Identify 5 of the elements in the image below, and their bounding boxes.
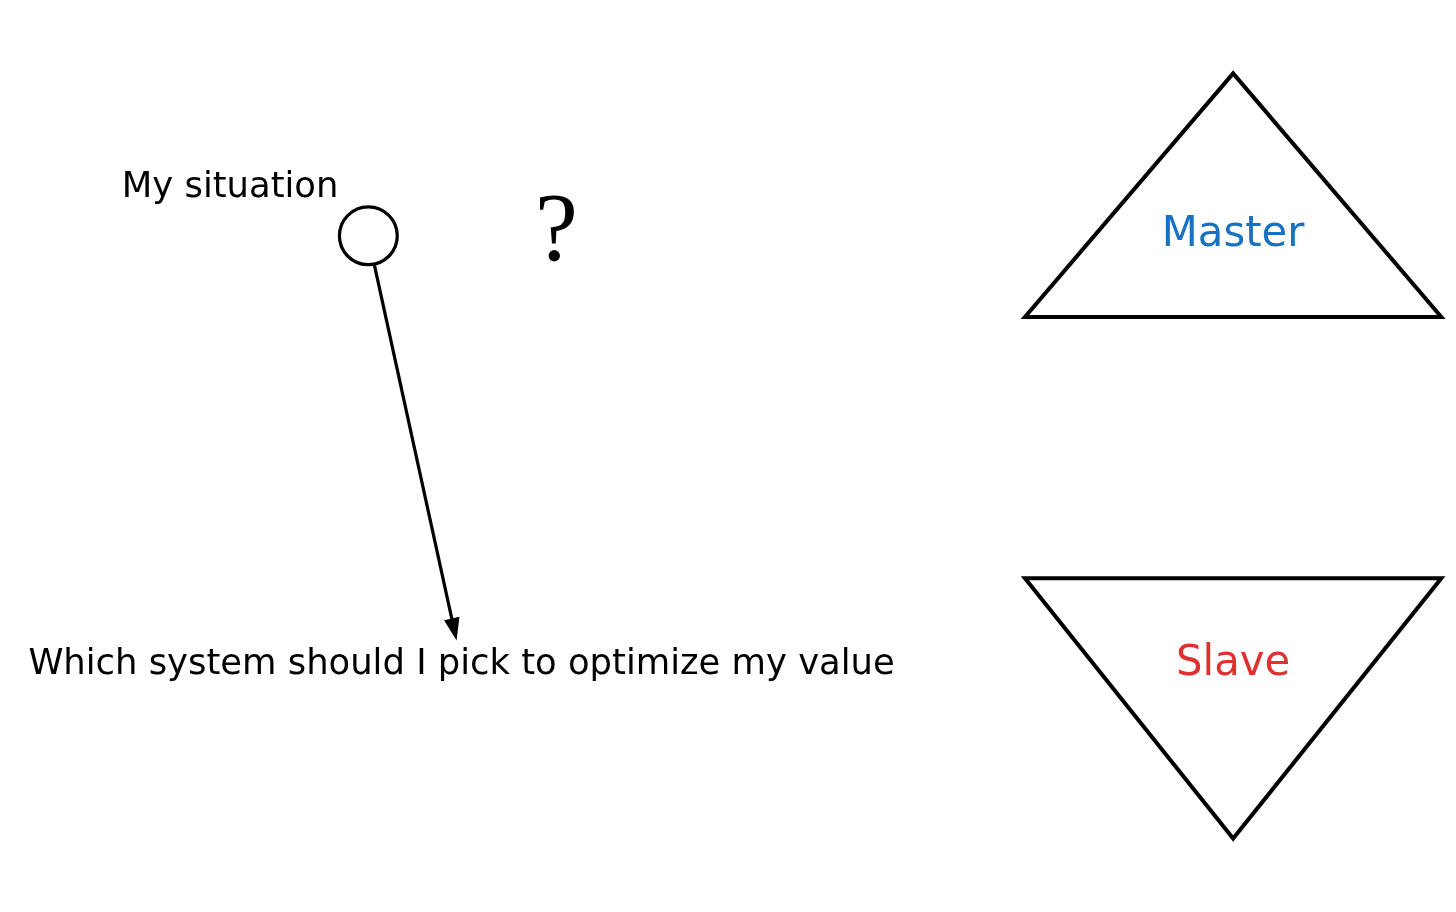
node-text: Which system should I pick to optimize my value [28,640,895,682]
label: ? [535,173,578,281]
node-label: My situation [121,163,339,205]
arrow [372,264,460,641]
node-circle [337,205,399,267]
